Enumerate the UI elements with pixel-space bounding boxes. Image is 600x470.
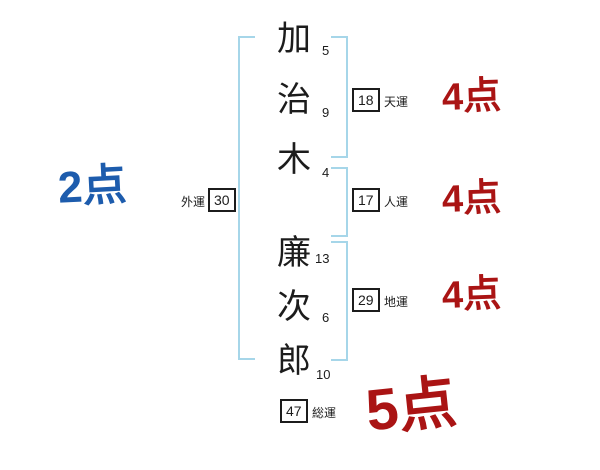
bracket-person-luck [331,167,348,237]
total-luck-score: 5点 [362,369,460,444]
outer-luck-label: 外運 [181,195,206,209]
stroke-count-1: 5 [322,43,330,58]
person-luck-value-box: 17 [352,188,380,212]
total-luck-value-box: 47 [280,399,308,423]
stroke-count-5: 6 [322,310,330,325]
outer-luck-value-box: 30 [208,188,236,212]
stroke-count-4: 13 [315,251,330,266]
stroke-count-2: 9 [322,105,330,120]
name-char-1: 加 [277,20,311,58]
stroke-count-6: 10 [316,367,331,382]
earth-luck-value-box: 29 [352,288,380,312]
name-char-4: 廉 [277,234,311,272]
heaven-luck-score: 4点 [441,74,502,120]
bracket-outer-luck [238,36,255,360]
name-char-3: 木 [277,141,311,179]
bracket-heaven-luck [331,36,348,158]
bracket-earth-luck [331,241,348,361]
outer-luck-score: 2点 [56,160,128,213]
name-char-5: 次 [277,288,311,326]
earth-luck-label: 地運 [384,295,409,309]
person-luck-label: 人運 [384,195,409,209]
stroke-count-3: 4 [322,165,330,180]
heaven-luck-value-box: 18 [352,88,380,112]
heaven-luck-label: 天運 [384,95,409,109]
name-char-2: 治 [277,81,311,119]
name-char-6: 郎 [277,342,311,380]
earth-luck-score: 4点 [441,272,502,318]
person-luck-score: 4点 [441,176,502,222]
total-luck-label: 総運 [312,406,337,420]
